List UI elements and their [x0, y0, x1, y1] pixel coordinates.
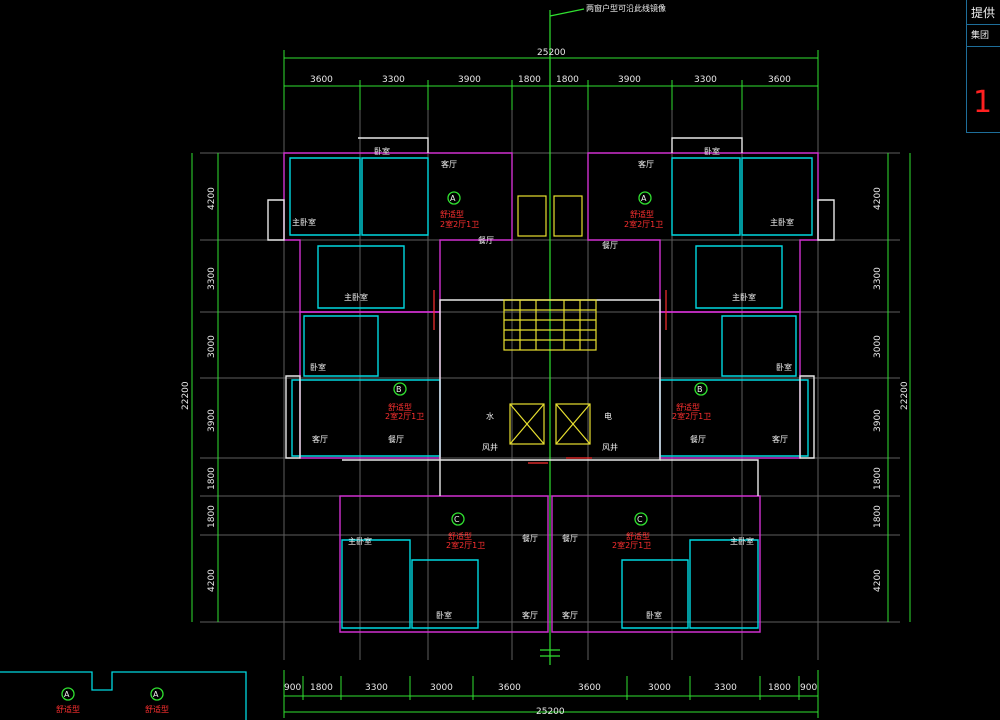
unit-a-right-type: 舒适型	[630, 209, 654, 219]
dim-right-5: 1800	[873, 467, 883, 490]
dim-right-total: 22200	[900, 381, 910, 410]
dim-left-7: 4200	[207, 569, 217, 592]
marker-c-right: C	[637, 515, 643, 524]
title-group: 集团	[967, 26, 1000, 47]
marker-a-right: A	[641, 194, 647, 203]
marker-a-thumb-1: A	[64, 690, 70, 699]
title-provider: 提供	[967, 2, 1000, 25]
dim-top-3: 3900	[458, 75, 481, 85]
red-details	[433, 290, 667, 464]
room-living-c-left: 客厅	[522, 610, 538, 620]
dim-bottom-2: 1800	[310, 683, 333, 693]
dim-bottom-10: 900	[800, 683, 817, 693]
room-living-a-left: 客厅	[441, 159, 457, 169]
room-master-upper-right: 主卧室	[732, 292, 756, 302]
dim-bottom-1: 900	[284, 683, 301, 693]
room-master-a-left: 主卧室	[292, 217, 316, 227]
unit-a-right-spec: 2室2厅1卫	[624, 219, 663, 229]
unit-c-right-spec: 2室2厅1卫	[612, 540, 651, 550]
dim-right-4: 3900	[873, 409, 883, 432]
room-living-c-right: 客厅	[562, 610, 578, 620]
marker-a-thumb-2: A	[153, 690, 159, 699]
unit-b-left-type: 舒适型	[388, 402, 412, 412]
thumbnail-plan	[0, 671, 247, 720]
room-dining-b-right: 餐厅	[690, 435, 706, 444]
dim-left-3: 3000	[207, 335, 217, 358]
dim-left-1: 4200	[207, 187, 217, 210]
dimension-lines	[191, 50, 911, 718]
room-master-c-left: 主卧室	[348, 536, 372, 546]
dim-bottom-3: 3300	[365, 683, 388, 693]
dim-top-5: 1800	[556, 75, 579, 85]
room-bedroom-a-left: 卧室	[374, 146, 390, 156]
thumb-2-type: 舒适型	[145, 704, 169, 714]
room-dining-a-right: 餐厅	[602, 241, 618, 250]
dim-top-7: 3300	[694, 75, 717, 85]
room-living-b-left: 客厅	[312, 434, 328, 444]
unit-a-left-type: 舒适型	[440, 209, 464, 219]
room-dining-c-right: 餐厅	[562, 534, 578, 543]
room-master-upper-left: 主卧室	[344, 292, 368, 302]
dim-bottom-6: 3600	[578, 683, 601, 693]
room-living-b-right: 客厅	[772, 434, 788, 444]
dim-right-3: 3000	[873, 335, 883, 358]
room-shaft-left: 风井	[482, 442, 498, 452]
dim-right-2: 3300	[873, 267, 883, 290]
thumb-1-type: 舒适型	[56, 704, 80, 714]
unit-b-right-type: 舒适型	[676, 402, 700, 412]
room-living-a-right: 客厅	[638, 159, 654, 169]
room-master-a-right: 主卧室	[770, 217, 794, 227]
room-bedroom-c-right: 卧室	[646, 610, 662, 620]
unit-c-right-type: 舒适型	[626, 531, 650, 541]
dim-bottom-5: 3600	[498, 683, 521, 693]
stair-core	[503, 195, 597, 445]
dim-left-4: 3900	[207, 409, 217, 432]
dim-top-total: 25200	[537, 48, 566, 58]
unit-a-left-spec: 2室2厅1卫	[440, 219, 479, 229]
dim-right-1: 4200	[873, 187, 883, 210]
room-electric: 电	[604, 411, 612, 421]
dim-top-4: 1800	[518, 75, 541, 85]
dim-top-2: 3300	[382, 75, 405, 85]
room-bedroom-a-right: 卧室	[704, 146, 720, 156]
room-water: 水	[486, 411, 494, 421]
dim-bottom-7: 3000	[648, 683, 671, 693]
room-dining-b-left: 餐厅	[388, 435, 404, 444]
unit-c-left-type: 舒适型	[448, 531, 472, 541]
dim-bottom-8: 3300	[714, 683, 737, 693]
unit-b-left-spec: 2室2厅1卫	[385, 411, 424, 421]
dim-left-6: 1800	[207, 505, 217, 528]
dim-left-total: 22200	[181, 381, 191, 410]
room-master-c-right: 主卧室	[730, 536, 754, 546]
unit-markers	[61, 191, 708, 701]
dim-left-5: 1800	[207, 467, 217, 490]
marker-a-left: A	[450, 194, 456, 203]
dim-bottom-9: 1800	[768, 683, 791, 693]
room-bedroom-b-left: 卧室	[310, 362, 326, 372]
room-shaft-right: 风井	[602, 442, 618, 452]
title-block: 提供 集团 1	[966, 0, 1000, 133]
unit-c-left-spec: 2室2厅1卫	[446, 540, 485, 550]
mirror-axis	[540, 8, 585, 665]
dim-top-6: 3900	[618, 75, 641, 85]
dim-left-2: 3300	[207, 267, 217, 290]
room-dining-a-left: 餐厅	[478, 236, 494, 245]
mirror-note: 两窗户型可沿此线镜像	[586, 3, 666, 13]
marker-b-left: B	[396, 385, 402, 394]
room-dining-c-left: 餐厅	[522, 534, 538, 543]
unit-b-right-spec: 2室2厅1卫	[672, 411, 711, 421]
dim-right-7: 4200	[873, 569, 883, 592]
title-page-number: 1	[973, 85, 993, 120]
dim-bottom-total: 25200	[536, 707, 565, 717]
dim-right-6: 1800	[873, 505, 883, 528]
room-bedroom-b-right: 卧室	[776, 362, 792, 372]
marker-b-right: B	[697, 385, 703, 394]
dim-top-8: 3600	[768, 75, 791, 85]
dim-top-1: 3600	[310, 75, 333, 85]
building-walls	[267, 137, 835, 633]
dim-bottom-4: 3000	[430, 683, 453, 693]
room-bedroom-c-left: 卧室	[436, 610, 452, 620]
marker-c-left: C	[454, 515, 460, 524]
